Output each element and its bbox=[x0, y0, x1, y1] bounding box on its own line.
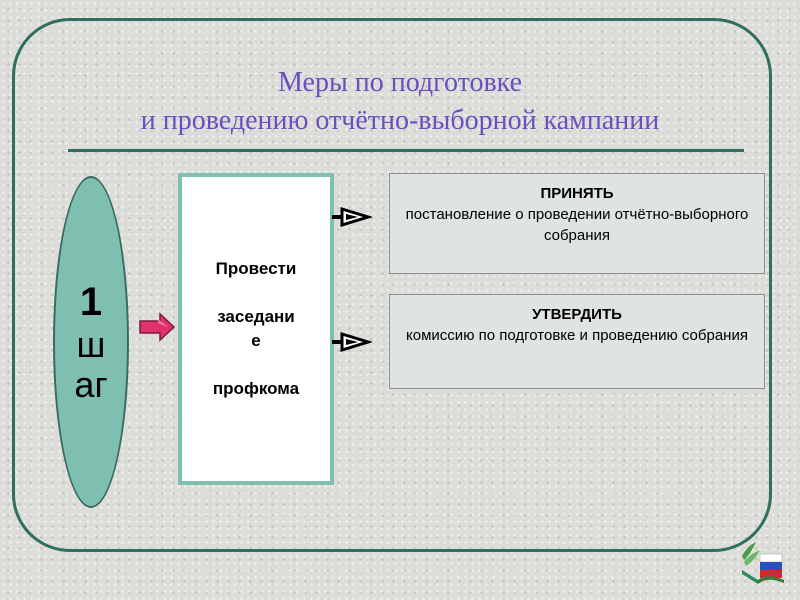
arrow-right-icon bbox=[139, 312, 176, 342]
info-box-heading: ПРИНЯТЬ bbox=[540, 185, 614, 202]
action-text: Провести заседани е профкома bbox=[212, 259, 300, 398]
info-box-body: комиссию по подготовке и проведению собр… bbox=[406, 327, 748, 344]
small-arrow-icon bbox=[332, 206, 372, 228]
title-underline bbox=[68, 149, 744, 152]
flag-book-logo-icon bbox=[742, 542, 784, 584]
title-line-1: Меры по подготовке bbox=[277, 67, 522, 98]
info-box-body: постановление о проведении отчётно-выбор… bbox=[405, 206, 749, 244]
page-title: Меры по подготовке и проведению отчётно-… bbox=[60, 64, 740, 140]
step-word-line-2: аг bbox=[74, 364, 108, 405]
step-oval: 1 ш аг bbox=[53, 176, 129, 508]
rounded-frame bbox=[12, 18, 772, 552]
step-number: 1 bbox=[79, 280, 103, 324]
small-arrow-icon bbox=[332, 331, 372, 353]
action-box: Провести заседани е профкома bbox=[178, 173, 334, 485]
info-box-approve: УТВЕРДИТЬ комиссию по подготовке и прове… bbox=[389, 294, 765, 389]
info-box-heading: УТВЕРДИТЬ bbox=[532, 306, 622, 323]
step-word-line-1: ш bbox=[76, 324, 106, 365]
info-box-adopt: ПРИНЯТЬ постановление о проведении отчёт… bbox=[389, 173, 765, 274]
title-line-2: и проведению отчётно-выборной кампании bbox=[140, 105, 660, 136]
